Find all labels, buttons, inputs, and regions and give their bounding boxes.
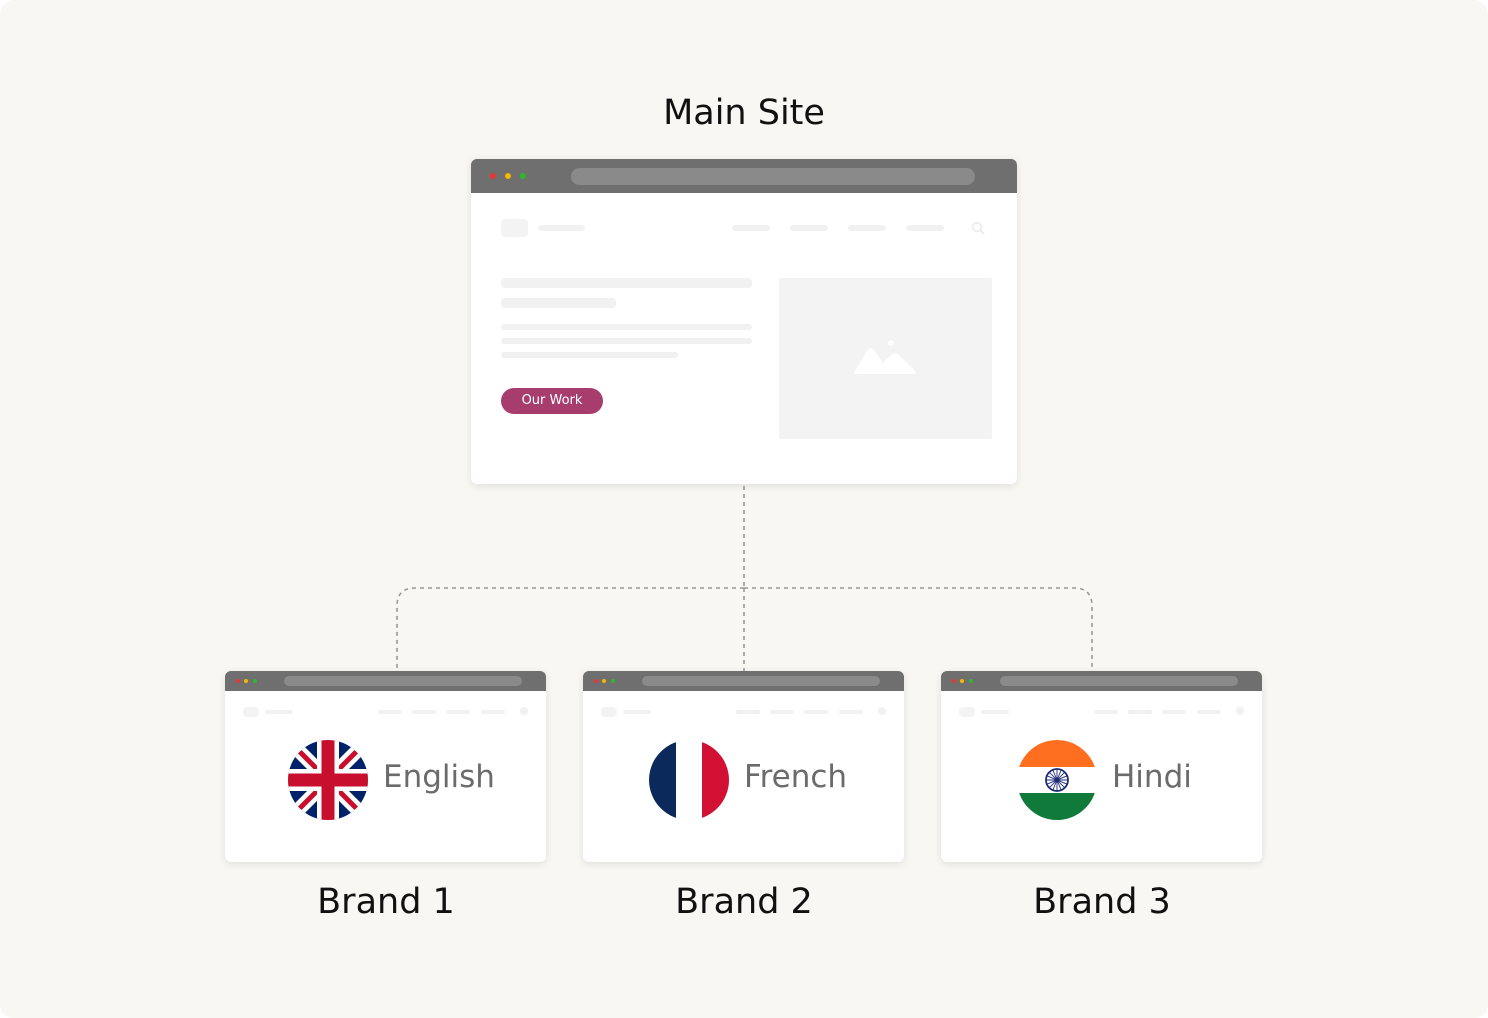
nav-placeholder-2 <box>412 710 436 714</box>
nav-placeholder-1 <box>736 710 760 714</box>
search-icon <box>520 707 528 715</box>
maximize-dot-icon <box>969 679 973 683</box>
minimize-dot-icon <box>602 679 606 683</box>
nav-placeholder-3 <box>446 710 470 714</box>
nav-placeholder-3 <box>848 225 886 231</box>
browser-titlebar <box>941 671 1262 691</box>
close-dot-icon <box>952 679 956 683</box>
nav-placeholder-4 <box>839 710 863 714</box>
logo-placeholder <box>959 707 975 717</box>
brand-1-title: Brand 1 <box>317 882 455 922</box>
nav-placeholder-4 <box>1197 710 1221 714</box>
minimize-dot-icon <box>960 679 964 683</box>
brand-3-browser: Hindi <box>941 671 1262 862</box>
language-label-french: French <box>744 759 848 795</box>
maximize-dot-icon <box>253 679 257 683</box>
nav-placeholder-1 <box>732 225 770 231</box>
headline-placeholder-2 <box>501 298 616 308</box>
connector-hub-to-brand-3 <box>744 587 1093 673</box>
maximize-dot-icon <box>520 173 526 179</box>
france-flag-icon <box>649 740 729 820</box>
brand-text-placeholder <box>265 710 293 714</box>
body-placeholder-1 <box>501 324 752 330</box>
nav-placeholder-2 <box>1128 710 1152 714</box>
uk-flag-icon <box>288 740 368 820</box>
brand-text-placeholder <box>623 710 651 714</box>
search-icon <box>1236 707 1244 715</box>
body-placeholder-2 <box>501 338 752 344</box>
nav-placeholder-4 <box>481 710 505 714</box>
hero-image-placeholder <box>779 278 992 439</box>
browser-titlebar <box>225 671 546 691</box>
url-bar <box>642 676 880 686</box>
logo-placeholder <box>601 707 617 717</box>
headline-placeholder-1 <box>501 278 752 288</box>
nav-placeholder-3 <box>1162 710 1186 714</box>
connector-hub-to-brand-1 <box>396 587 744 673</box>
logo-placeholder <box>501 219 528 237</box>
nav-placeholder-3 <box>804 710 828 714</box>
brand-1-browser: English <box>225 671 546 862</box>
brand-text-placeholder <box>538 225 585 231</box>
search-icon <box>878 707 886 715</box>
url-bar <box>571 168 975 185</box>
url-bar <box>1000 676 1238 686</box>
browser-titlebar <box>471 159 1017 193</box>
close-dot-icon <box>490 173 496 179</box>
language-label-hindi: Hindi <box>1112 759 1192 795</box>
logo-placeholder <box>243 707 259 717</box>
india-flag-icon <box>1017 740 1097 820</box>
brand-2-title: Brand 2 <box>675 882 813 922</box>
brand-2-browser: French <box>583 671 904 862</box>
nav-placeholder-1 <box>378 710 402 714</box>
nav-placeholder-2 <box>790 225 828 231</box>
brand-3-title: Brand 3 <box>1033 882 1171 922</box>
mountain-image-icon <box>854 340 916 374</box>
our-work-button[interactable]: Our Work <box>501 388 603 414</box>
nav-placeholder-4 <box>906 225 944 231</box>
main-site-browser: Our Work <box>471 159 1017 484</box>
maximize-dot-icon <box>611 679 615 683</box>
url-bar <box>284 676 522 686</box>
body-placeholder-3 <box>501 352 678 358</box>
minimize-dot-icon <box>244 679 248 683</box>
search-icon <box>971 221 985 235</box>
nav-placeholder-1 <box>1094 710 1118 714</box>
close-dot-icon <box>594 679 598 683</box>
minimize-dot-icon <box>505 173 511 179</box>
main-site-title: Main Site <box>663 93 825 133</box>
brand-text-placeholder <box>981 710 1009 714</box>
language-label-english: English <box>383 759 495 795</box>
browser-titlebar <box>583 671 904 691</box>
nav-placeholder-2 <box>770 710 794 714</box>
close-dot-icon <box>236 679 240 683</box>
